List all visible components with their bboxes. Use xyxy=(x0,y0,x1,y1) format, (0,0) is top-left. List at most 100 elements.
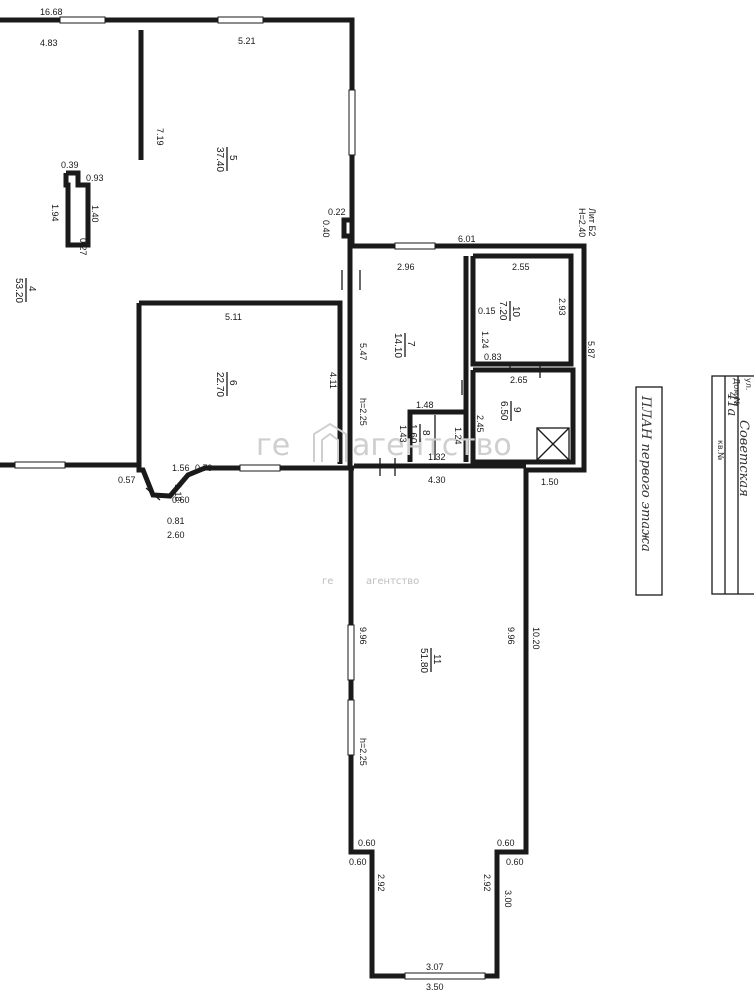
dim-neck-l-len: 2.92 xyxy=(376,874,386,892)
room-10-area: 7.20 xyxy=(497,301,508,321)
dim-r7-top: 2.96 xyxy=(397,262,415,272)
dim-r10-a: 0.15 xyxy=(478,306,496,316)
height-labels: Лит Б2 H=2.40 h=2.25 h=2.25 xyxy=(358,208,597,766)
dim-east-bottom: 1.50 xyxy=(541,477,559,487)
dim-neck-r-out: 0.60 xyxy=(506,857,524,867)
dim-col-a: 0.39 xyxy=(61,160,79,170)
wall-north-west-block xyxy=(0,17,355,244)
dim-r6-right: 4.11 xyxy=(328,372,338,389)
room-11-label: 11 51.80 xyxy=(418,648,442,673)
house-value: 41а xyxy=(724,391,739,416)
dim-r10-top: 2.55 xyxy=(512,262,530,272)
dim-col-e-g: 0.27 xyxy=(78,238,88,256)
dim-neck-r-in: 0.60 xyxy=(497,838,515,848)
room-8-number: 8 xyxy=(420,430,431,436)
bay-mark xyxy=(145,487,161,501)
dim-r8-right: 1.24 xyxy=(453,427,463,445)
room-5-area: 37.40 xyxy=(214,147,225,172)
watermark-logo-text: ге xyxy=(256,428,290,463)
wall-room11 xyxy=(348,468,529,979)
dim-bay-g: 2.60 xyxy=(167,530,185,540)
room-7-number: 7 xyxy=(405,341,416,347)
h-240-g: H=2.40 xyxy=(577,208,587,237)
room-6-area: 22.70 xyxy=(214,372,225,397)
dim-r10-b-g: 1.24 xyxy=(480,331,490,349)
watermark: ге агентство ге агентство xyxy=(256,422,512,587)
dim-r11-right: 9.96 xyxy=(506,627,516,645)
column xyxy=(63,170,91,248)
dim-bay-a: 1.56 xyxy=(172,463,190,473)
window-east-top xyxy=(394,242,436,250)
shaft-x-2 xyxy=(536,427,570,461)
room-11-area: 51.80 xyxy=(418,648,429,673)
dim-niche-b-g: 0.40 xyxy=(321,220,331,238)
dim-bay-c: 0.79 xyxy=(195,463,213,473)
height-litb: Лит Б2 xyxy=(587,208,597,236)
dim-r10-right-g: 2.93 xyxy=(557,298,567,316)
dim-bay-b-g: 1.18 xyxy=(173,484,183,502)
street-value: Советская xyxy=(736,420,751,497)
dimensions: 16.68 4.83 5.21 0.39 0.93 0.22 5.11 1.56… xyxy=(40,7,596,992)
watermark-logo-text-small: ге xyxy=(322,576,333,587)
dim-r7-left: 5.47 xyxy=(358,343,368,361)
dim-r8-bottom: 1.32 xyxy=(428,452,446,462)
dim-partition-left-g: 7.19 xyxy=(155,128,165,146)
dim-mid-bottom: 4.30 xyxy=(428,475,446,485)
dim-niche-b: 0.40 xyxy=(321,220,331,238)
house-value-g: 41а xyxy=(724,391,739,416)
field-flat: кв.№ xyxy=(716,440,725,461)
title-stamp: ПЛАН первого этажа ул. Дом № кв.№ Советс… xyxy=(635,375,754,596)
dim-r9-left: 2.45 xyxy=(475,415,485,433)
dim-r8-right-g: 1.24 xyxy=(453,427,463,445)
room-7-label: 7 14.10 xyxy=(392,333,416,358)
dim-r11-outer-g: 10.20 xyxy=(531,627,541,650)
field-house-g: Дом № xyxy=(732,378,741,407)
room-5-label: 5 37.40 xyxy=(214,147,238,172)
dim-partition-left: 7.19 xyxy=(155,128,165,146)
height-225-a: h=2.25 xyxy=(358,398,368,426)
room-10-number: 10 xyxy=(510,306,521,318)
room-9-number: 9 xyxy=(511,407,522,413)
room-9-label: 9 6.50 xyxy=(498,401,522,421)
dim-bay-d: 0.57 xyxy=(118,475,136,485)
dim-r11-outer: 10.20 xyxy=(531,627,541,650)
height-225-b: h=2.25 xyxy=(358,738,368,766)
title-text: ПЛАН первого этажа xyxy=(638,395,653,552)
dim-bay-e: 0.60 xyxy=(172,495,190,505)
room-6-label: 6 22.70 xyxy=(214,372,238,397)
dim-r6-top: 5.11 xyxy=(225,312,242,322)
dim-col-e: 0.27 xyxy=(78,238,88,256)
room-8-area: 1.60 xyxy=(407,424,418,444)
wall-room6-north xyxy=(139,300,343,464)
watermark-brand-small: агентство xyxy=(366,576,419,587)
dim-r10-c: 0.83 xyxy=(484,352,502,362)
h-litb-g: Лит Б2 xyxy=(587,208,597,236)
wall-room10 xyxy=(470,253,574,367)
height-240: H=2.40 xyxy=(577,208,587,237)
dim-top-right: 5.21 xyxy=(238,36,256,46)
dim-col-b: 0.93 xyxy=(86,173,104,183)
h-225b-g: h=2.25 xyxy=(358,738,368,766)
dim-col-c-g: 1.94 xyxy=(50,204,60,222)
dim-neck-l-in: 0.60 xyxy=(358,838,376,848)
watermark-brand: агентство xyxy=(352,428,512,463)
window-east-1 xyxy=(348,89,356,156)
field-house: Дом № xyxy=(732,378,741,407)
dim-neck-r-outer: 3.00 xyxy=(503,890,513,908)
dim-r11-left-g: 9.96 xyxy=(358,627,368,645)
dim-east-right: 5.87 xyxy=(586,341,596,359)
room-11-number: 11 xyxy=(431,654,442,665)
wall-south-west xyxy=(0,462,354,499)
room-labels: 4 53.20 5 37.40 6 22.70 7 14.10 8 1.60 9… xyxy=(13,147,522,673)
field-street-g: ул. xyxy=(744,378,753,390)
dim-bay-b: 1.18 xyxy=(173,484,183,502)
dim-neck-r-len: 2.92 xyxy=(482,874,492,892)
dim-bay-f: 0.81 xyxy=(167,516,185,526)
title-box xyxy=(635,386,663,596)
watermark-logo-icon xyxy=(313,422,347,462)
wall-niche xyxy=(341,217,353,300)
dim-r9-left-g: 2.45 xyxy=(475,415,485,433)
room-4-number: 4 xyxy=(26,286,37,292)
dim-r10-right: 2.93 xyxy=(557,298,567,316)
